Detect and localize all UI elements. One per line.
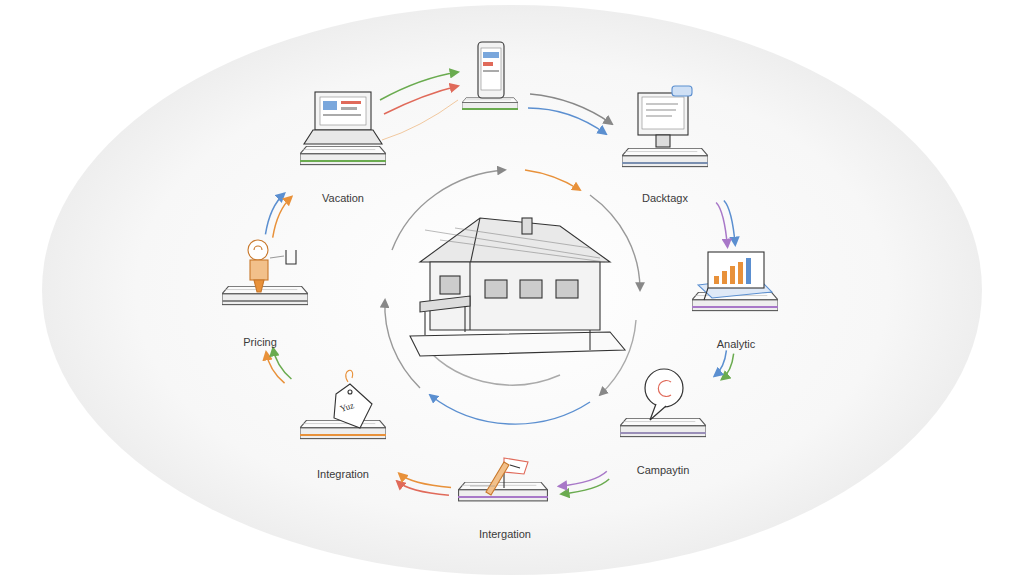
flow-arrow — [266, 348, 291, 383]
flow-arrow-stroke — [273, 197, 292, 238]
flow-arrow-stroke — [724, 200, 735, 245]
flow-arrow-stroke — [559, 471, 607, 486]
flow-arrow-stroke — [273, 348, 291, 379]
flow-arrow-stroke — [714, 350, 726, 376]
station-box: Intergation — [450, 450, 560, 542]
station-label: Campaytin — [637, 464, 690, 476]
flow-arrow-stroke — [722, 354, 734, 380]
flow-arrow — [716, 200, 735, 247]
station-box: Integration — [288, 372, 398, 482]
flow-arrow-stroke — [716, 202, 727, 247]
station-label: Dacktagx — [642, 192, 688, 204]
station-box: Campaytin — [608, 366, 718, 478]
flow-arrow — [397, 473, 451, 495]
station-box: Dacktagx — [610, 82, 720, 206]
flow-arrow-stroke — [399, 473, 451, 487]
station-label: Intergation — [479, 528, 531, 540]
station-box: Analytic — [681, 246, 791, 352]
flow-arrow — [265, 193, 291, 237]
station-box: Pricing — [205, 236, 315, 350]
flow-arrow — [714, 350, 733, 379]
flow-arrow — [559, 471, 609, 494]
station-box: Vacation — [288, 84, 398, 206]
station-label: Pricing — [243, 336, 277, 348]
station-label: Integration — [317, 468, 369, 480]
station-label: Vacation — [322, 192, 364, 204]
station-label: Analytic — [717, 338, 756, 350]
